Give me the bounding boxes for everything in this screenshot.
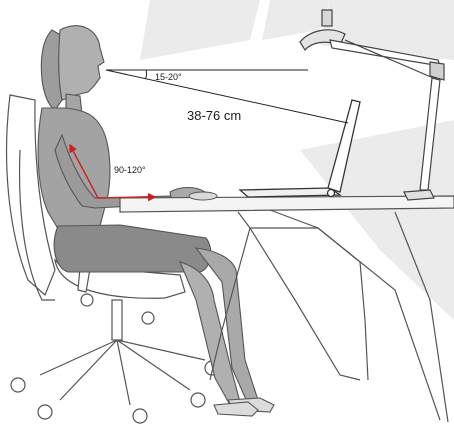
elbow-angle-label: 90-120°	[114, 165, 146, 175]
viewing-distance-label: 38-76 cm	[187, 108, 241, 123]
forearm-arrow	[98, 197, 155, 198]
eye-angle-arc	[145, 70, 147, 79]
laptop	[240, 100, 360, 197]
mouse	[189, 192, 217, 200]
seated-person	[38, 26, 274, 416]
eye-angle-label: 15-20°	[155, 72, 182, 82]
